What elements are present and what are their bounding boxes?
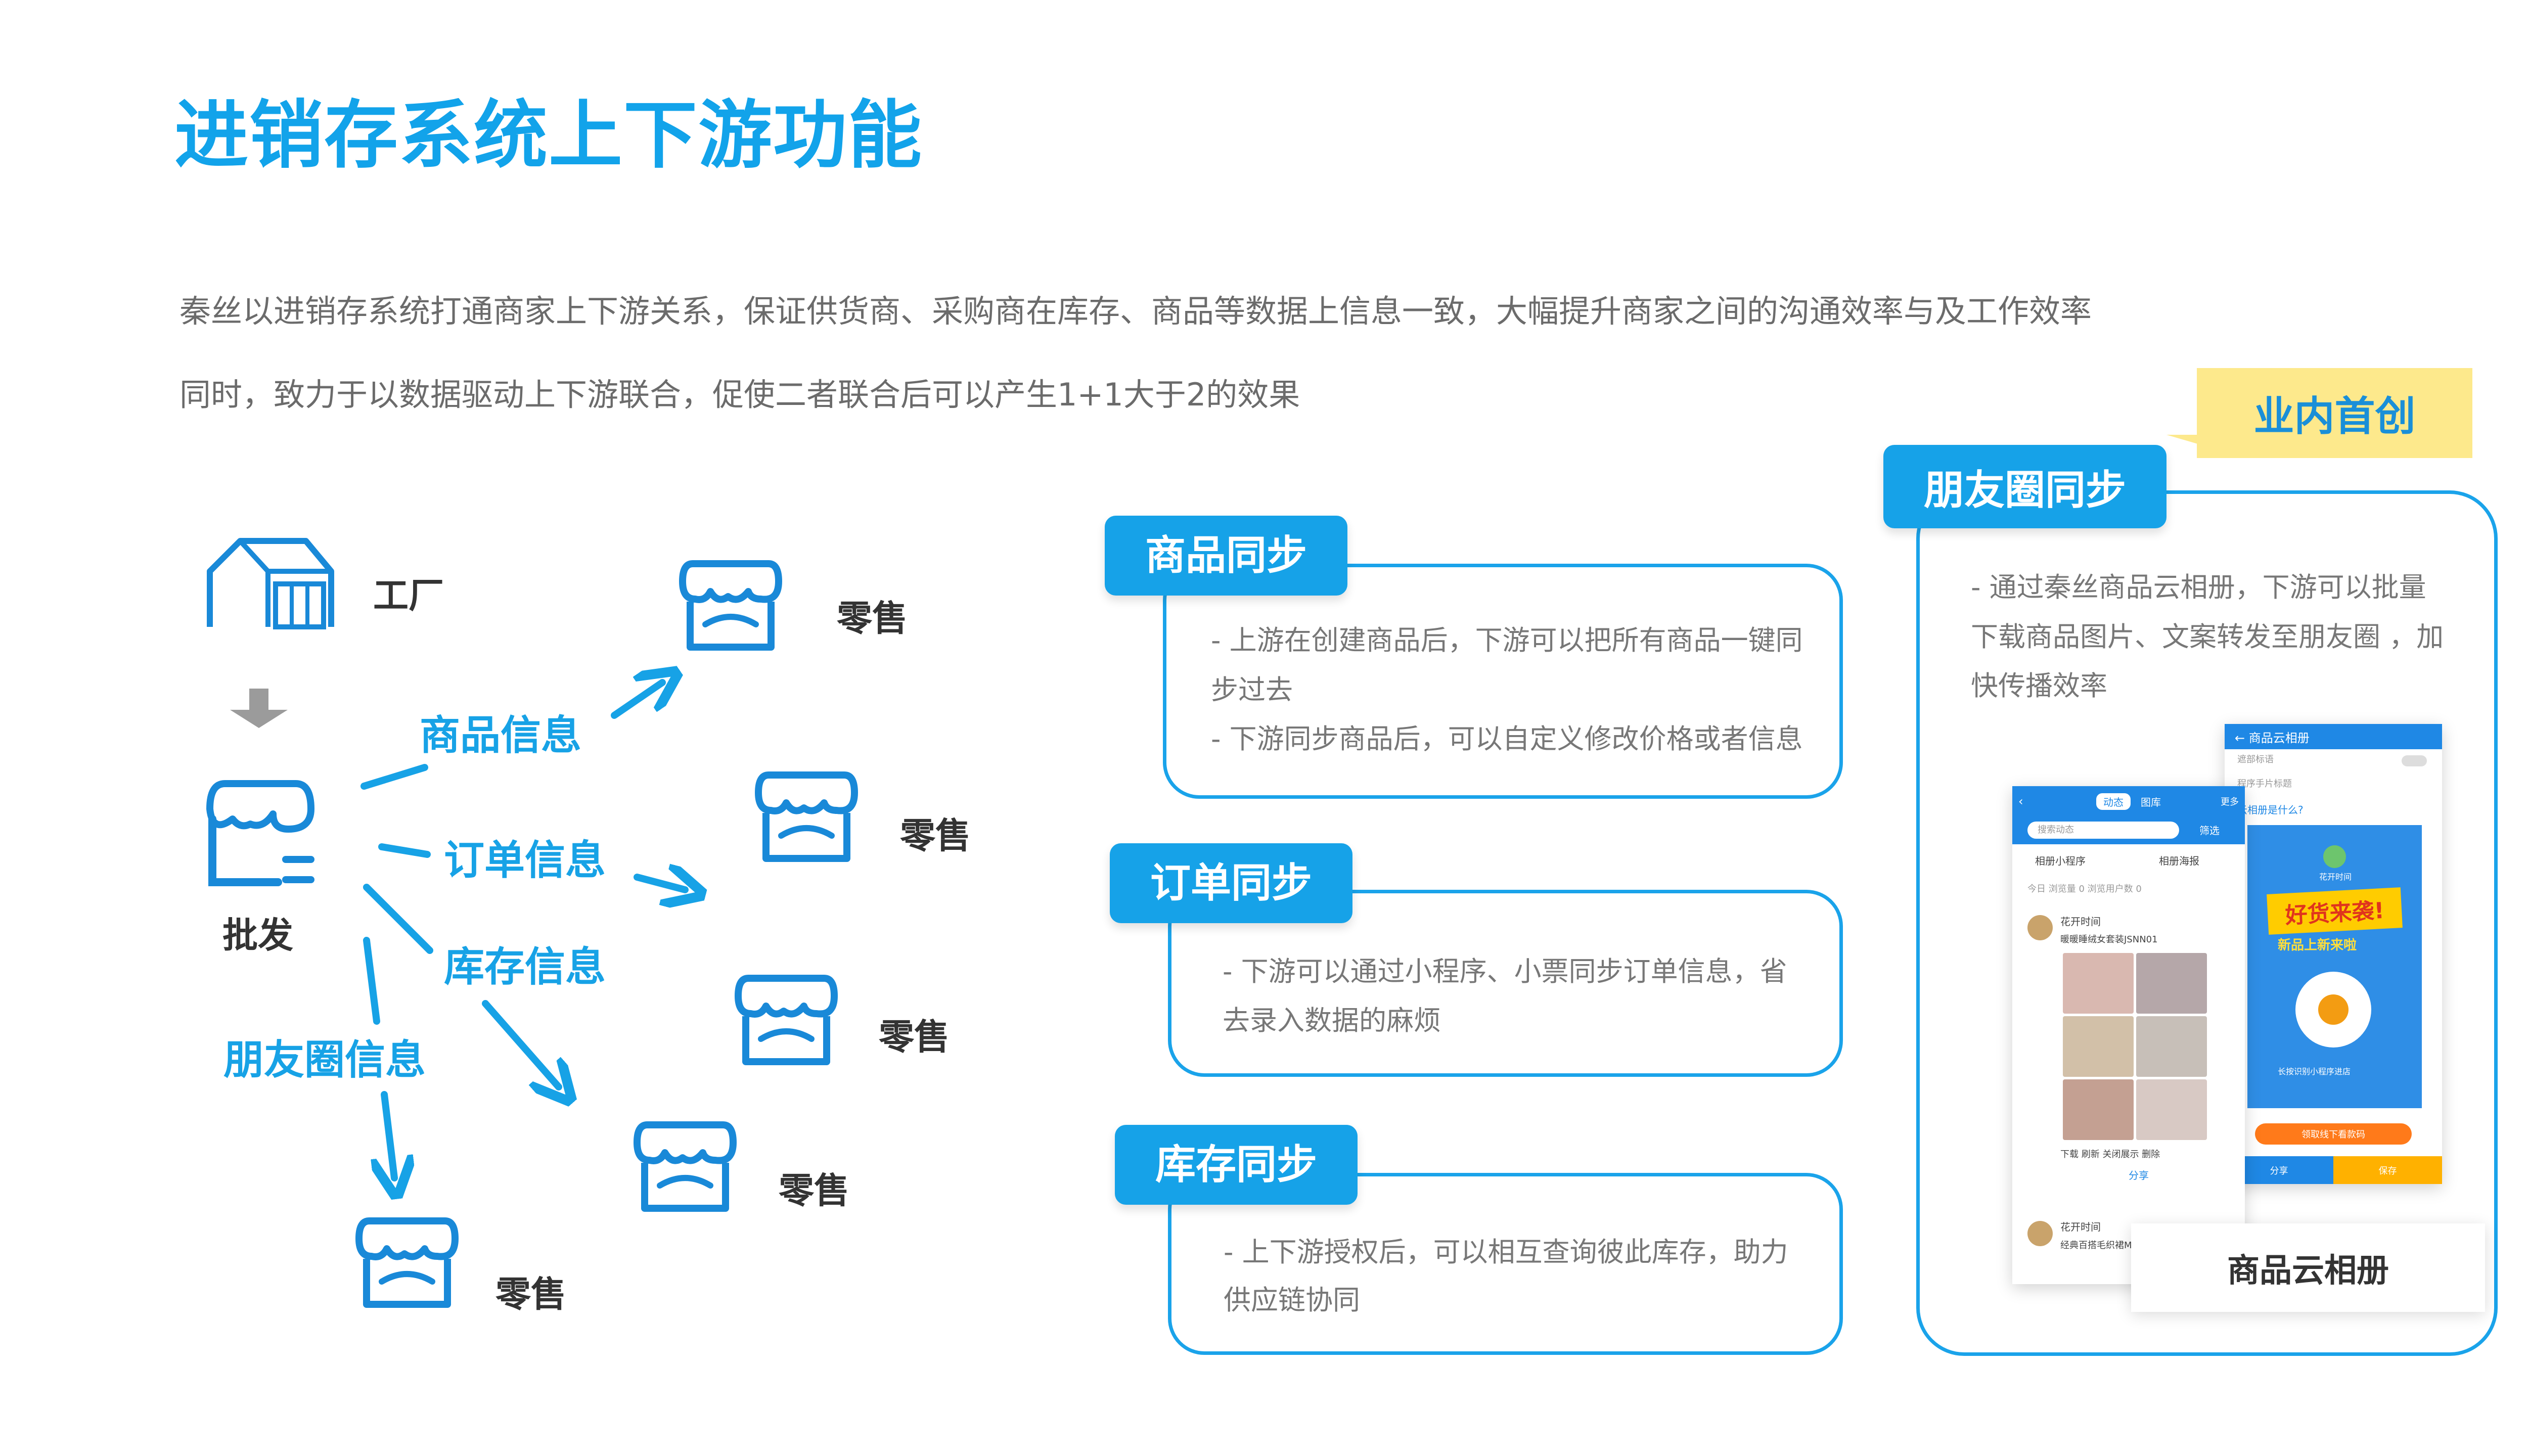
item-actions[interactable]: 下载 刷新 关闭展示 删除: [2060, 1149, 2160, 1160]
avatar: [2027, 1221, 2053, 1246]
poster-preview: 花开时间 好货来袭! 新品上新来啦 长按识别小程序进店: [2247, 825, 2422, 1108]
down-arrow-icon: [230, 689, 288, 728]
retail-label-2: 零售: [900, 815, 971, 856]
intro-line-1: 秦丝以进销存系统打通商家上下游关系，保证供货商、采购商在库存、商品等数据上信息一…: [179, 293, 2092, 330]
product-photo[interactable]: [2063, 1079, 2134, 1140]
cloud-album-phone-screenshot: ← 商品云相册 遮部标语 程序手片标题 云相册是什么? 花开时间 好货来袭! 新…: [2225, 724, 2442, 1184]
inventory-sync-line-2: 供应链协同: [1224, 1284, 1360, 1316]
moments-line-1: - 通过秦丝商品云相册，下游可以批量: [1971, 571, 2426, 603]
retail-shop-icon: [355, 1217, 459, 1308]
inventory-sync-tag: 库存同步: [1115, 1125, 1358, 1205]
album-poster-link[interactable]: 相册海报: [2159, 855, 2199, 867]
feed-header: ‹ 动态 图库 更多: [2012, 786, 2245, 816]
order-sync-line-2: 去录入数据的麻烦: [1223, 1005, 1441, 1036]
shop-name: 花开时间: [2060, 916, 2101, 928]
supply-chain-diagram: 工厂 批发 零售 零售 零售 零售 零售 商品信息 订单信息 库存信息: [0, 0, 1087, 1456]
flow-label-order: 订单信息: [444, 837, 606, 884]
flow-label-moments: 朋友圈信息: [223, 1036, 426, 1083]
tab-gallery[interactable]: 图库: [2141, 796, 2161, 808]
feed-phone-screenshot: ‹ 动态 图库 更多 搜索动态 筛选 相册小程序 相册海报 今日 浏览量 0 浏…: [2012, 786, 2245, 1284]
search-input[interactable]: 搜索动态: [2027, 822, 2179, 839]
wholesale-label: 批发: [222, 915, 293, 956]
shop-name-2: 花开时间: [2060, 1221, 2101, 1233]
retail-label-4: 零售: [779, 1170, 849, 1211]
retail-shop-icon: [634, 1121, 737, 1212]
item-title-1: 暖暖睡绒女套装JSNN01: [2060, 934, 2158, 945]
industry-first-badge: 业内首创: [2197, 368, 2472, 458]
factory-icon: [207, 538, 334, 629]
product-sync-line-3: - 下游同步商品后，可以自定义修改价格或者信息: [1211, 723, 1803, 755]
avatar: [2027, 915, 2053, 940]
wholesale-shop-icon: [206, 780, 314, 886]
retail-shop-icon: [679, 560, 782, 651]
product-photo[interactable]: [2136, 1079, 2207, 1140]
moments-line-3: 快传播效率: [1971, 670, 2107, 702]
retail-label-5: 零售: [495, 1273, 566, 1315]
product-sync-tag: 商品同步: [1105, 516, 1347, 596]
product-photo[interactable]: [2063, 953, 2134, 1014]
flow-label-inventory: 库存信息: [444, 943, 606, 990]
product-sync-line-2: 步过去: [1211, 674, 1293, 706]
retail-label-3: 零售: [879, 1016, 950, 1058]
flow-arrows: [230, 0, 1087, 1456]
tab-moments[interactable]: 动态: [2096, 793, 2131, 810]
cta-button[interactable]: 领取线下看款码: [2255, 1123, 2412, 1145]
product-photo[interactable]: [2136, 953, 2207, 1014]
product-photo[interactable]: [2063, 1016, 2134, 1077]
cloud-album-caption: 商品云相册: [2131, 1223, 2485, 1312]
factory-label: 工厂: [373, 575, 444, 616]
qr-code: [2295, 972, 2371, 1048]
share-link[interactable]: 分享: [2129, 1169, 2149, 1181]
retail-shop-icon: [755, 771, 858, 862]
order-sync-line-1: - 下游可以通过小程序、小票同步订单信息，省: [1223, 956, 1787, 987]
product-sync-card: [1163, 564, 1843, 799]
toggle-switch: [2402, 755, 2427, 766]
cloud-album-header: ← 商品云相册: [2225, 724, 2442, 749]
page-title: 进销存系统上下游功能: [174, 93, 923, 178]
product-sync-line-1: - 上游在创建商品后，下游可以把所有商品一键同: [1211, 624, 1803, 656]
order-sync-tag: 订单同步: [1110, 843, 1352, 923]
retail-label-1: 零售: [837, 598, 908, 639]
back-arrow-icon[interactable]: ‹: [2018, 794, 2023, 808]
intro-line-2: 同时，致力于以数据驱动上下游联合，促使二者联合后可以产生1+1大于2的效果: [179, 376, 1300, 413]
moments-line-2: 下载商品图片、文案转发至朋友圈 ，加: [1971, 621, 2444, 653]
moments-sync-tag: 朋友圈同步: [1883, 445, 2166, 528]
product-photo[interactable]: [2136, 1016, 2207, 1077]
more-link[interactable]: 更多: [2221, 797, 2239, 807]
filter-button[interactable]: 筛选: [2199, 825, 2220, 837]
shop-logo-icon: [2323, 845, 2346, 868]
retail-shop-icon: [735, 975, 838, 1065]
flow-label-product: 商品信息: [420, 712, 581, 759]
stats-row: 今日 浏览量 0 浏览用户数 0: [2027, 884, 2142, 894]
inventory-sync-line-1: - 上下游授权后，可以相互查询彼此库存，助力: [1224, 1236, 1788, 1268]
mini-program-link[interactable]: 相册小程序: [2035, 855, 2086, 867]
save-button[interactable]: 保存: [2333, 1156, 2442, 1184]
